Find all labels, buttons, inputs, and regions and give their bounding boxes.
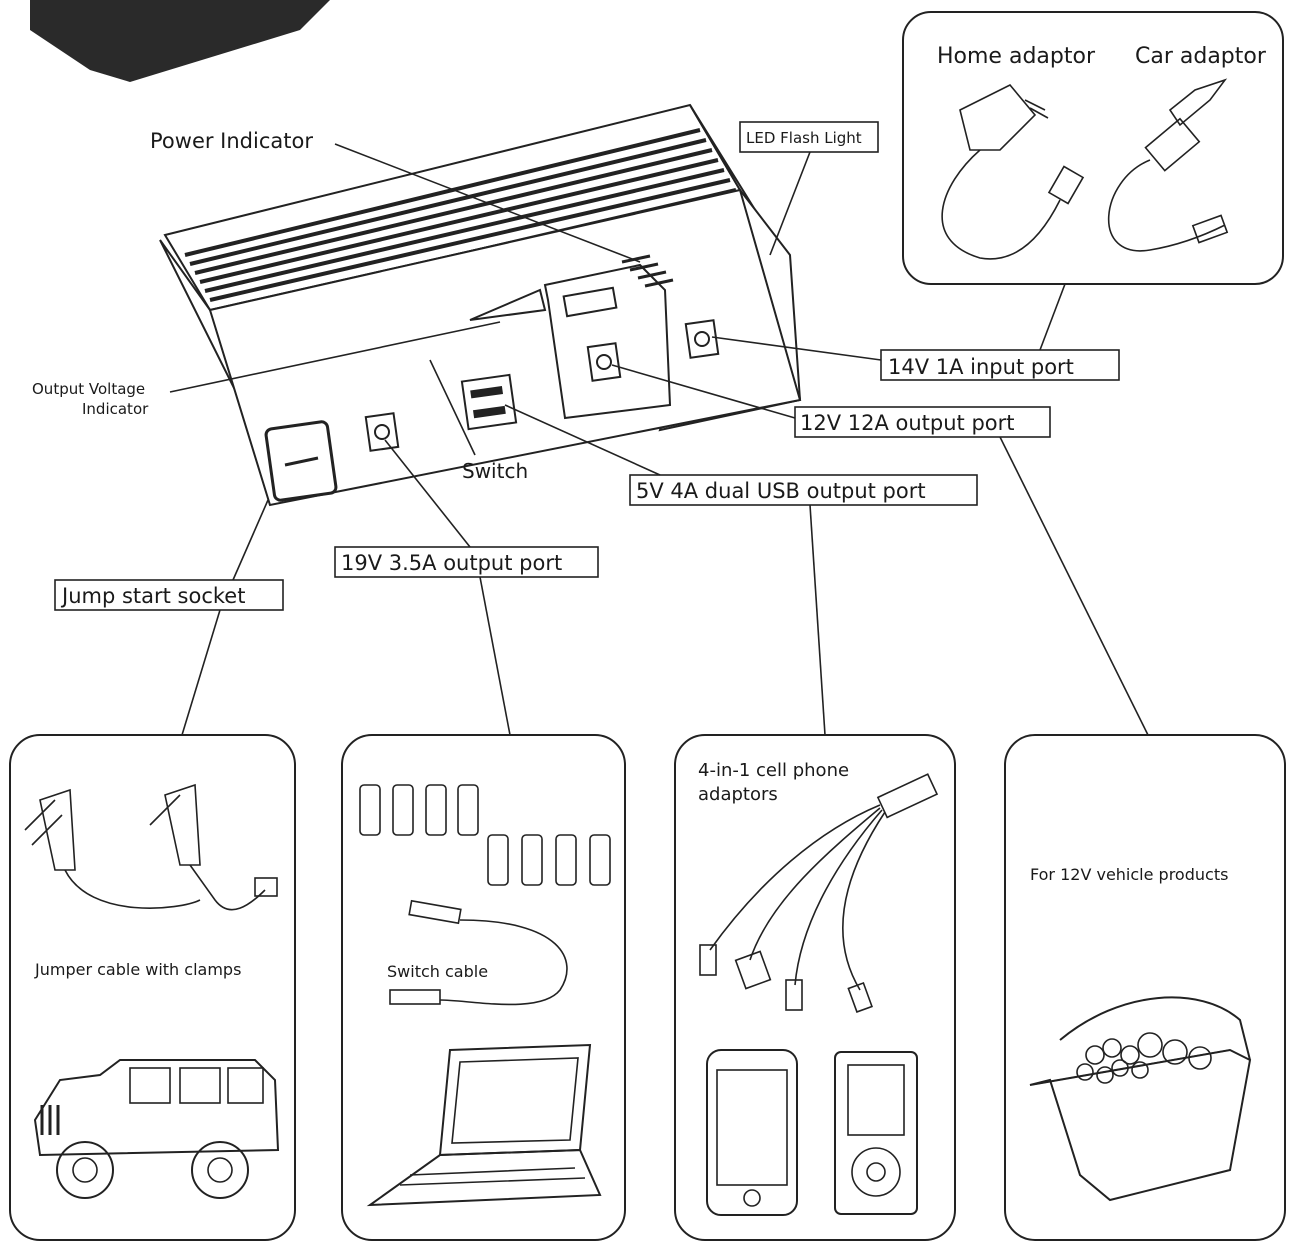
usb-5v-label: 5V 4A dual USB output port [636, 479, 926, 503]
home-adaptor-label: Home adaptor [937, 44, 1096, 69]
input-14v-label: 14V 1A input port [888, 355, 1074, 379]
panel-vehicle-products [1005, 735, 1285, 1240]
power-indicator-label: Power Indicator [150, 129, 313, 153]
jumper-cable-caption: Jumper cable with clamps [34, 960, 241, 979]
output-19v-label: 19V 3.5A output port [341, 551, 562, 575]
phone-adaptors-caption-1: 4-in-1 cell phone [698, 760, 849, 781]
panel-jumper-cable [10, 735, 295, 1240]
car-adaptor-label: Car adaptor [1135, 44, 1267, 69]
switch-cable-caption: Switch cable [387, 962, 488, 981]
output-12v-label: 12V 12A output port [800, 411, 1015, 435]
jump-start-label: Jump start socket [60, 584, 245, 608]
usb-port-socket [462, 375, 516, 429]
device-top-corner [30, 0, 330, 82]
output-voltage-indicator-label-2: Indicator [82, 400, 149, 418]
phone-adaptors-caption-2: adaptors [698, 784, 778, 805]
output-voltage-indicator-label-1: Output Voltage [32, 380, 145, 398]
switch-label: Switch [462, 459, 528, 483]
power-bank-device [160, 105, 800, 505]
led-flash-light-label: LED Flash Light [746, 129, 862, 147]
vehicle-products-caption: For 12V vehicle products [1030, 865, 1228, 884]
panel-laptop [342, 735, 625, 1240]
